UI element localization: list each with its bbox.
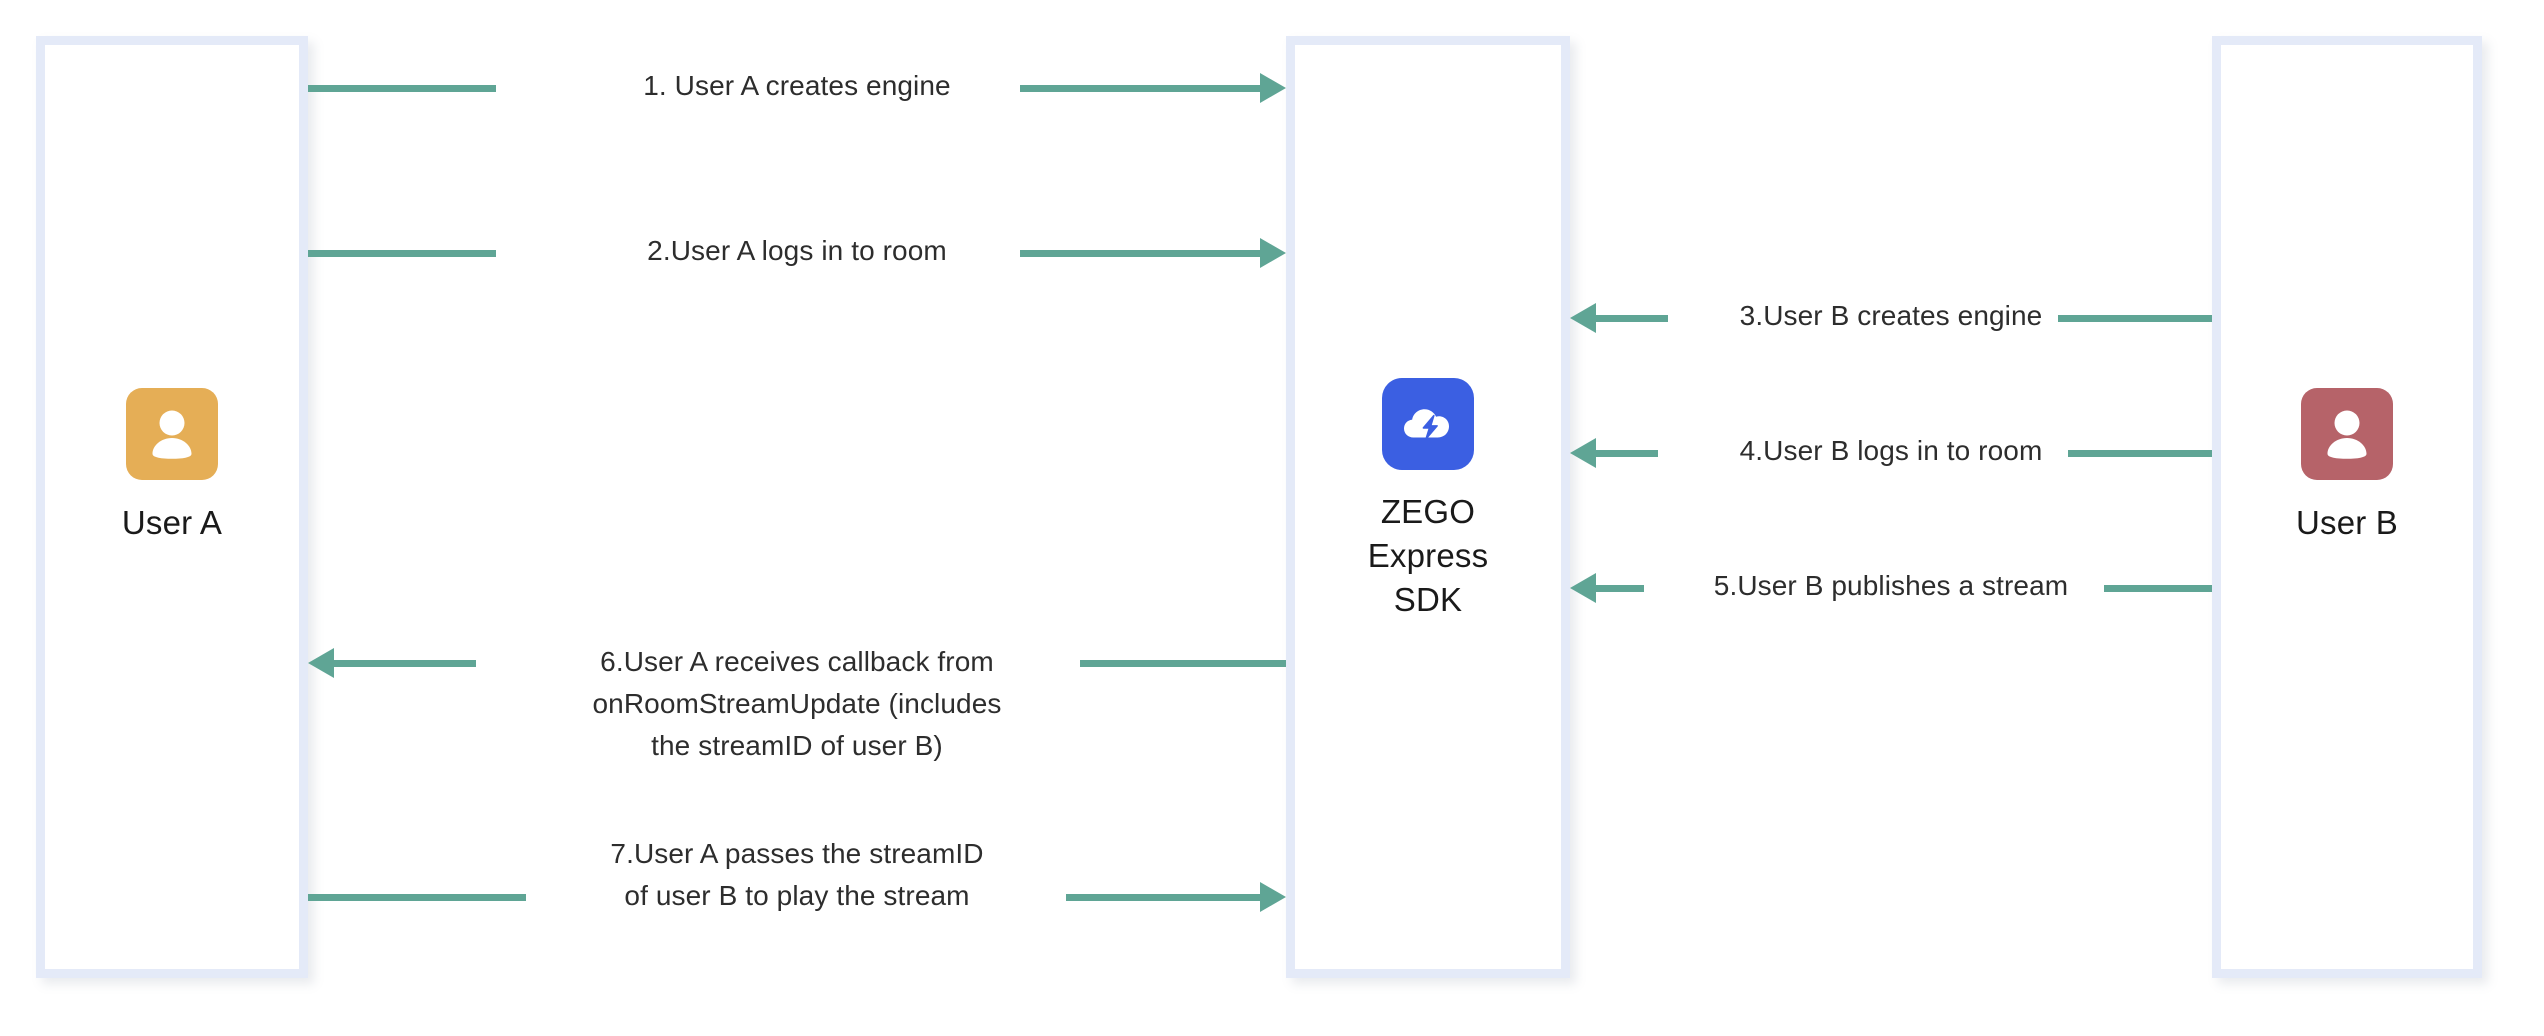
lifeline-column-user-b: [2212, 36, 2482, 978]
message-2-label: 2.User A logs in to room: [647, 235, 947, 266]
arrow-segment-left: [1596, 584, 1644, 592]
arrow-segment-right: [2058, 314, 2212, 322]
message-6-label: 6.User A receives callback from onRoomSt…: [592, 646, 1002, 761]
arrowhead-left-icon: [308, 648, 334, 678]
arrow-segment-left: [1596, 314, 1668, 322]
actor-user-b: User B: [2212, 388, 2482, 544]
actor-zego-express-sdk: ZEGO Express SDK: [1286, 378, 1570, 622]
message-3-label: 3.User B creates engine: [1739, 300, 2043, 331]
arrow-segment-left: [308, 893, 526, 901]
arrow-segment-left: [308, 249, 496, 257]
arrow-segment-right: [2104, 584, 2212, 592]
actor-label-zego-express-sdk: ZEGO Express SDK: [1367, 493, 1489, 618]
arrow-segment-right: [1080, 659, 1286, 667]
message-7-label: 7.User A passes the streamID of user B t…: [610, 838, 984, 911]
arrowhead-left-icon: [1570, 573, 1596, 603]
person-avatar-icon: [126, 388, 218, 480]
arrow-segment-right: [1066, 893, 1260, 901]
arrow-segment-right: [2068, 449, 2212, 457]
zego-cloud-bolt-icon: [1382, 378, 1474, 470]
arrow-segment-right: [1020, 249, 1260, 257]
lifeline-column-zego-express-sdk: [1286, 36, 1570, 978]
arrowhead-left-icon: [1570, 303, 1596, 333]
arrow-segment-left: [1596, 449, 1658, 457]
arrowhead-left-icon: [1570, 438, 1596, 468]
message-5-label: 5.User B publishes a stream: [1713, 570, 2069, 601]
arrowhead-right-icon: [1260, 238, 1286, 268]
arrowhead-right-icon: [1260, 882, 1286, 912]
actor-label-user-b: User B: [2295, 504, 2399, 541]
message-4-label: 4.User B logs in to room: [1739, 435, 2043, 466]
actor-label-user-a: User A: [121, 504, 223, 541]
arrow-segment-right: [1020, 84, 1260, 92]
lifeline-column-user-a: [36, 36, 308, 978]
arrow-segment-left: [334, 659, 476, 667]
message-1-label: 1. User A creates engine: [643, 70, 951, 101]
arrow-segment-left: [308, 84, 496, 92]
person-avatar-icon: [2301, 388, 2393, 480]
actor-user-a: User A: [36, 388, 308, 544]
arrowhead-right-icon: [1260, 73, 1286, 103]
